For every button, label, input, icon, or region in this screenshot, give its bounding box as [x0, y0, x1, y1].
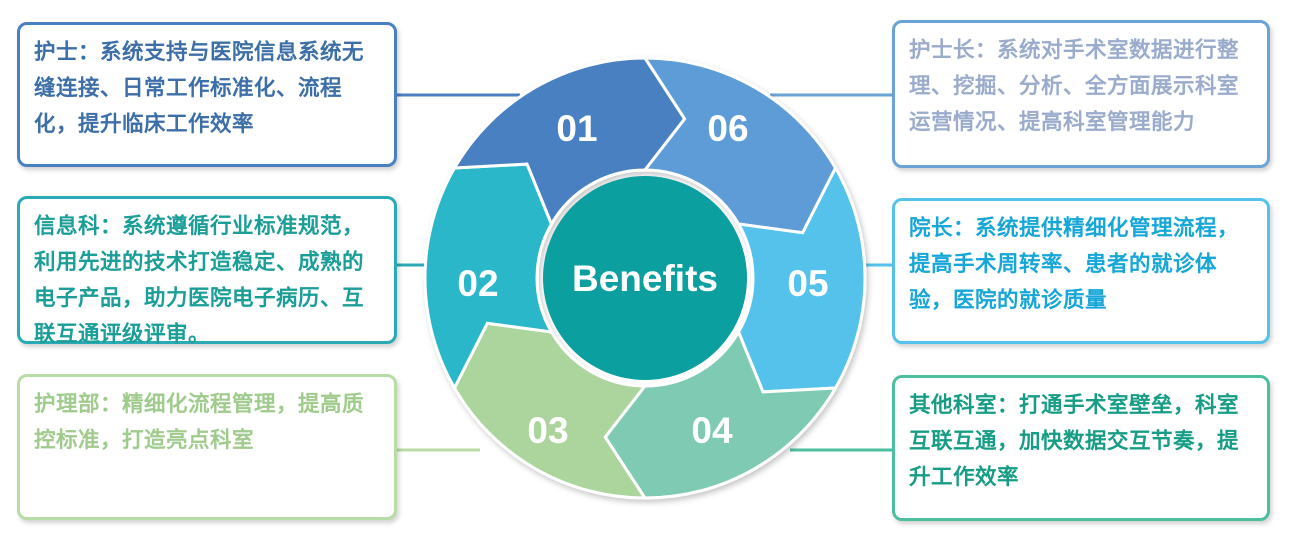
segment-number-01: 01	[556, 108, 597, 149]
segment-number-05: 05	[787, 263, 828, 304]
segment-01	[451, 56, 687, 228]
segment-02	[423, 162, 555, 392]
segment-number-03: 03	[527, 410, 568, 451]
it-dept-benefit-box: 信息科：系统遵循行业标准规范，利用先进的技术打造稳定、成熟的电子产品，助力医院电…	[17, 196, 397, 347]
director-benefit-box: 院长：系统提供精细化管理流程，提高手术周转率、患者的就诊体验，医院的就诊质量	[892, 198, 1270, 344]
segment-06	[641, 56, 838, 235]
center-circle	[543, 176, 747, 380]
nurse-benefit-text: 护士：系统支持与医院信息系统无缝连接、日常工作标准化、流程化，提升临床工作效率	[34, 40, 365, 137]
nursing-dept-benefit-box: 护理部：精细化流程管理，提高质控标准，打造亮点科室	[17, 374, 397, 520]
head-nurse-benefit-text: 护士长：系统对手术室数据进行整理、挖掘、分析、全方面展示科室运营情况、提高科室管…	[909, 38, 1240, 135]
other-depts-benefit-text: 其他科室：打通手术室壁垒，科室互联互通，加快数据交互节奏，提升工作效率	[909, 393, 1240, 490]
other-depts-benefit-box: 其他科室：打通手术室壁垒，科室互联互通，加快数据交互节奏，提升工作效率	[892, 375, 1270, 521]
director-benefit-text: 院长：系统提供精细化管理流程，提高手术周转率、患者的就诊体验，医院的就诊质量	[909, 216, 1240, 313]
segment-04	[603, 328, 839, 500]
center-label: Benefits	[572, 258, 718, 299]
segment-05	[735, 164, 867, 394]
segment-number-02: 02	[457, 263, 498, 304]
segment-number-04: 04	[691, 410, 733, 451]
segment-number-06: 06	[707, 108, 748, 149]
it-dept-benefit-text: 信息科：系统遵循行业标准规范，利用先进的技术打造稳定、成熟的电子产品，助力医院电…	[34, 214, 365, 347]
segment-03	[452, 321, 649, 500]
head-nurse-benefit-box: 护士长：系统对手术室数据进行整理、挖掘、分析、全方面展示科室运营情况、提高科室管…	[892, 20, 1270, 168]
nursing-dept-benefit-text: 护理部：精细化流程管理，提高质控标准，打造亮点科室	[34, 392, 365, 453]
nurse-benefit-box: 护士：系统支持与医院信息系统无缝连接、日常工作标准化、流程化，提升临床工作效率	[17, 22, 397, 167]
